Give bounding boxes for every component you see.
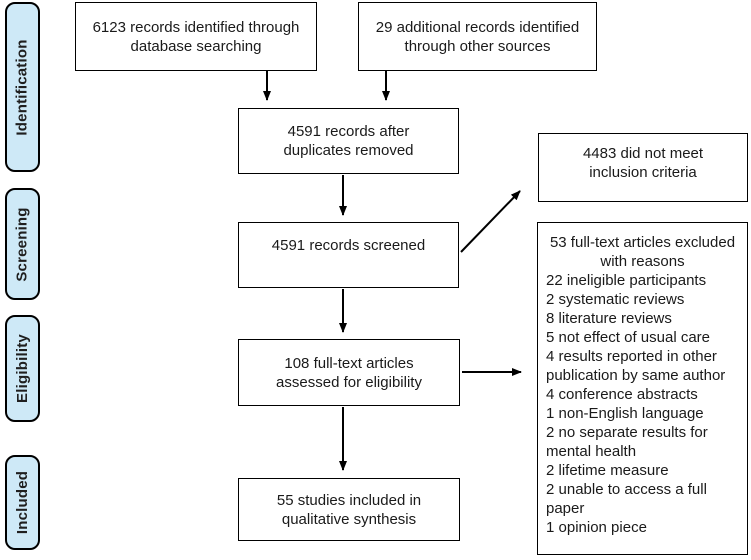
stage-eligibility: Eligibility bbox=[5, 315, 40, 422]
box-fulltext-assessed-line2: assessed for eligibility bbox=[276, 373, 422, 391]
stage-identification: Identification bbox=[5, 2, 40, 172]
box-after-duplicates-line1: 4591 records after bbox=[287, 123, 410, 140]
stage-included-label: Included bbox=[14, 470, 31, 535]
box-after-duplicates: 4591 records after duplicates removed bbox=[238, 108, 459, 174]
box-not-inclusion-line2: inclusion criteria bbox=[589, 163, 697, 181]
excluded-reason-item: 2 no separate results for mental health bbox=[546, 424, 708, 460]
box-database-search: 6123 records identified through database… bbox=[75, 2, 317, 71]
box-records-screened: 4591 records screened bbox=[238, 222, 459, 288]
box-other-sources: 29 additional records identified through… bbox=[358, 2, 597, 71]
box-qualitative-synthesis-line2: qualitative synthesis bbox=[281, 510, 417, 528]
box-other-sources-line2: through other sources bbox=[404, 37, 551, 55]
box-database-search-line1: 6123 records identified through bbox=[92, 18, 300, 36]
box-not-inclusion-line1: 4483 did not meet bbox=[582, 144, 704, 162]
excluded-reason-item: 2 systematic reviews bbox=[546, 291, 685, 308]
stage-eligibility-label: Eligibility bbox=[14, 334, 31, 403]
stage-screening-label: Screening bbox=[14, 206, 32, 282]
box-fulltext-excluded: 53 full-text articles excluded with reas… bbox=[537, 222, 748, 555]
excluded-reason-item: 1 non-English language bbox=[546, 405, 704, 422]
box-not-inclusion: 4483 did not meet inclusion criteria bbox=[538, 133, 748, 202]
excluded-reason-item: 4 results reported in other publication … bbox=[546, 348, 726, 384]
excluded-reason-item: 8 literature reviews bbox=[546, 310, 672, 327]
excluded-reason-item: 5 not effect of usual care bbox=[546, 329, 710, 346]
stage-identification-label: Identification bbox=[14, 38, 32, 136]
box-other-sources-line1: 29 additional records identified bbox=[375, 18, 580, 36]
box-fulltext-assessed-line1: 108 full-text articles bbox=[284, 354, 414, 372]
excluded-reason-item: 4 conference abstracts bbox=[546, 386, 698, 403]
excluded-reason-item: 2 lifetime measure bbox=[546, 462, 669, 479]
excluded-title-line1: 53 full-text articles excluded bbox=[549, 234, 736, 251]
excluded-reason-item: 1 opinion piece bbox=[546, 519, 647, 536]
excluded-reasons-list: 22 ineligible participants 2 systematic … bbox=[546, 271, 739, 537]
box-after-duplicates-line2: duplicates removed bbox=[283, 142, 414, 159]
box-qualitative-synthesis-line1: 55 studies included in bbox=[276, 491, 422, 509]
box-database-search-line2: database searching bbox=[130, 37, 262, 55]
box-qualitative-synthesis: 55 studies included in qualitative synth… bbox=[238, 478, 460, 541]
excluded-reason-item: 2 unable to access a full paper bbox=[546, 481, 707, 517]
excluded-title-line2: with reasons bbox=[600, 253, 685, 270]
box-fulltext-assessed: 108 full-text articles assessed for elig… bbox=[238, 339, 460, 406]
box-records-screened-line1: 4591 records screened bbox=[271, 236, 426, 254]
excluded-title: 53 full-text articles excluded with reas… bbox=[546, 233, 739, 271]
excluded-reason-item: 22 ineligible participants bbox=[546, 272, 707, 289]
stage-screening: Screening bbox=[5, 188, 40, 300]
stage-included: Included bbox=[5, 455, 40, 550]
arrow-screened-to-notmet bbox=[460, 190, 521, 253]
